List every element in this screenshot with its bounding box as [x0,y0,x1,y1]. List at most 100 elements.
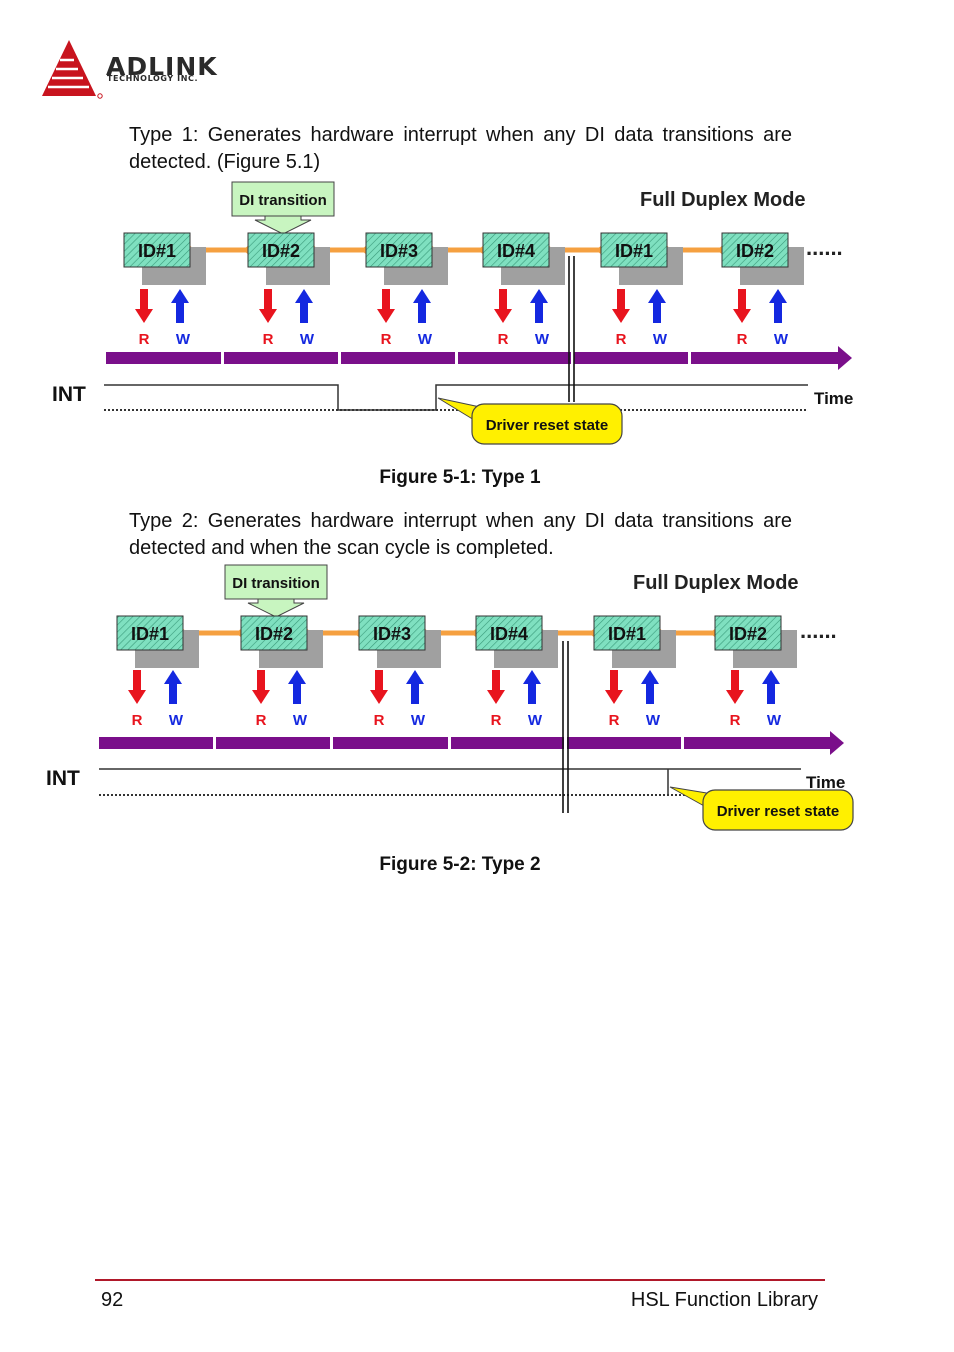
read-arrow-icon [133,670,141,692]
slave-node [247,232,315,268]
timeline-segment [567,737,681,749]
write-arrow-icon [293,682,301,704]
timeline-segment [99,737,213,749]
page-number: 92 [101,1289,124,1311]
timeline-segment [574,352,688,364]
write-label: W [767,712,782,729]
write-arrow-icon [774,301,782,323]
slave-node-label: ID#4 [497,241,535,261]
slave-node-label: ID#3 [373,624,411,644]
int-signal-line [104,384,808,411]
time-label: Time [814,389,853,408]
read-arrow-icon [492,670,500,692]
read-label: R [730,712,741,729]
timeline-segment [216,737,330,749]
read-label: R [381,331,392,348]
read-arrow-icon [382,289,390,311]
read-label: R [263,331,274,348]
slave-node [714,615,782,651]
di-transition-callout [224,564,328,600]
read-arrow-head [252,690,270,704]
write-label: W [300,331,315,348]
int-signal-line [99,768,801,795]
write-arrow-icon [535,301,543,323]
timeline-segment [451,737,564,749]
timeline-arrowhead [838,346,852,370]
slave-node [600,232,668,268]
continuation-ellipsis: ...... [800,618,837,643]
write-label: W [535,331,550,348]
mode-title: Full Duplex Mode [640,189,806,211]
slave-node-label: ID#3 [380,241,418,261]
int-label: INT [46,767,80,790]
write-label: W [411,712,426,729]
driver-reset-callout [471,403,623,445]
write-arrow-icon [300,301,308,323]
logo-name: ADLINK [106,52,218,81]
driver-reset-label: Driver reset state [717,803,840,820]
read-arrow-head [612,309,630,323]
slave-node-label: ID#4 [490,624,528,644]
read-label: R [737,331,748,348]
paragraph-type-2: Type 2: Generates hardware interrupt whe… [129,510,792,559]
write-label: W [176,331,191,348]
figure-caption-2: Figure 5-2: Type 2 [379,854,541,875]
slave-node-label: ID#2 [729,624,767,644]
read-label: R [374,712,385,729]
slave-node [475,615,543,651]
write-arrow-head [523,670,541,684]
write-arrow-icon [176,301,184,323]
read-label: R [139,331,150,348]
adlink-logo-icon [42,40,103,99]
driver-reset-label: Driver reset state [486,417,609,434]
footer-rule [95,1279,825,1281]
di-transition-label: DI transition [232,575,320,592]
read-arrow-icon [257,670,265,692]
int-label: INT [52,383,86,406]
read-arrow-icon [264,289,272,311]
di-transition-callout [231,181,335,217]
figure-caption-1: Figure 5-1: Type 1 [379,467,541,488]
slave-node [358,615,426,651]
write-label: W [528,712,543,729]
slave-node-label: ID#2 [736,241,774,261]
read-arrow-icon [610,670,618,692]
timeline-segment [458,352,571,364]
write-arrow-head [648,289,666,303]
logo-subtitle: TECHNOLOGY INC. [107,74,199,83]
timeline-arrowhead [830,731,844,755]
slave-node [240,615,308,651]
write-arrow-icon [767,682,775,704]
read-label: R [616,331,627,348]
slave-node [116,615,184,651]
paragraph-type-1: Type 1: Generates hardware interrupt whe… [129,124,792,173]
read-label: R [491,712,502,729]
driver-reset-callout [702,789,854,831]
read-label: R [256,712,267,729]
di-transition-pointer [247,598,305,618]
read-arrow-head [726,690,744,704]
read-arrow-head [370,690,388,704]
read-arrow-head [605,690,623,704]
write-arrow-head [762,670,780,684]
timeline-segment [333,737,448,749]
mode-title: Full Duplex Mode [633,572,799,594]
write-arrow-head [295,289,313,303]
timeline-segment [341,352,455,364]
write-arrow-head [288,670,306,684]
slave-node [593,615,661,651]
write-arrow-icon [418,301,426,323]
read-arrow-head [135,309,153,323]
write-arrow-head [641,670,659,684]
slave-node-label: ID#2 [262,241,300,261]
timeline-segment [691,352,838,364]
read-arrow-head [494,309,512,323]
slave-node-label: ID#2 [255,624,293,644]
read-label: R [498,331,509,348]
read-arrow-head [128,690,146,704]
slave-node [123,232,191,268]
read-arrow-icon [375,670,383,692]
read-label: R [132,712,143,729]
